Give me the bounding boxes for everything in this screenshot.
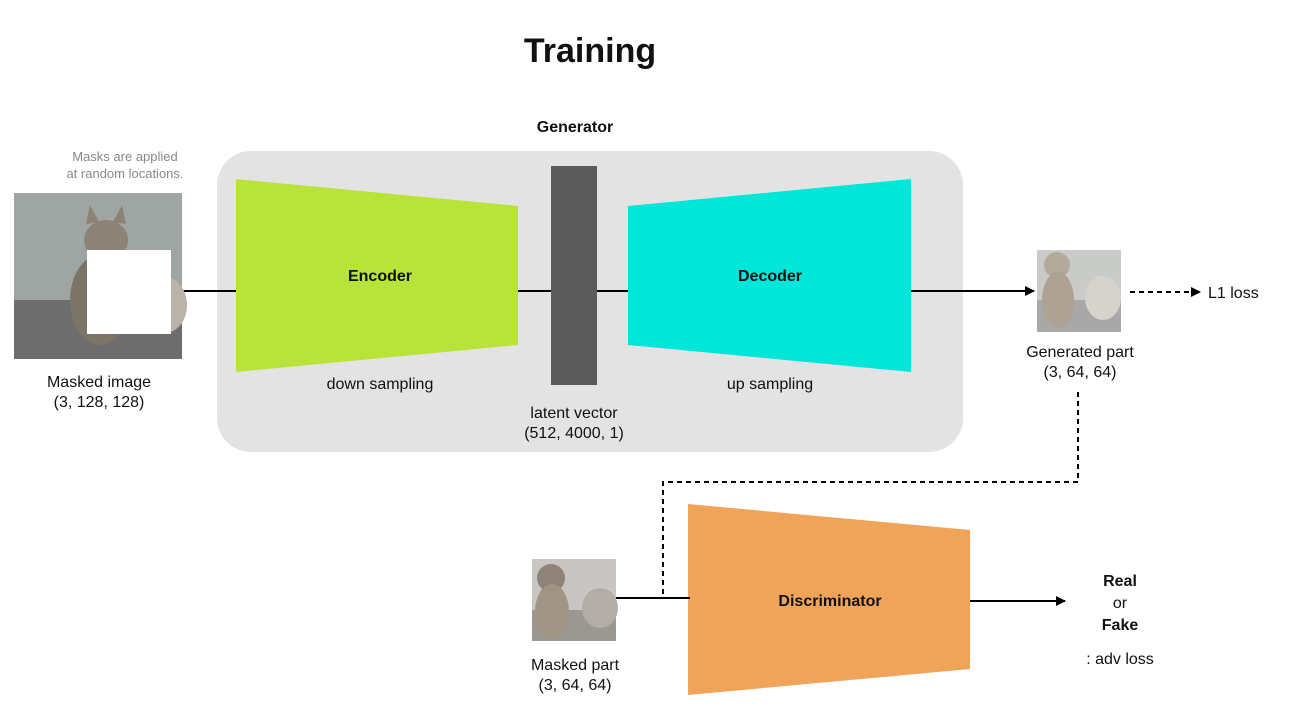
latent-vector-shape: (512, 4000, 1) — [524, 425, 624, 442]
result-real: Real — [1103, 573, 1137, 590]
dashed-path-generated-to-discriminator — [662, 392, 1079, 598]
masked-part-caption: Masked part (3, 64, 64) — [495, 656, 655, 696]
decoder-label: Decoder — [737, 268, 803, 285]
latent-vector-caption: latent vector (512, 4000, 1) — [494, 404, 654, 444]
generated-part-caption: Generated part (3, 64, 64) — [995, 343, 1165, 383]
adv-loss-label: : adv loss — [1086, 651, 1154, 668]
masked-image-shape: (3, 128, 128) — [53, 394, 145, 411]
latent-vector-bar — [551, 166, 597, 385]
generator-title: Generator — [536, 119, 614, 136]
decoder-sublabel: up sampling — [726, 376, 814, 393]
encoder-sublabel: down sampling — [326, 376, 434, 393]
discriminator-label: Discriminator — [778, 593, 882, 610]
generated-part-label: Generated part — [1026, 344, 1134, 361]
latent-vector-label: latent vector — [530, 405, 618, 422]
mask-note-line2: at random locations. — [66, 166, 184, 181]
masked-part-label: Masked part — [530, 657, 620, 674]
l1-loss-label: L1 loss — [1208, 285, 1259, 302]
mask-note: Masks are applied at random locations. — [40, 148, 210, 182]
encoder-block — [236, 179, 518, 372]
result-caption: Real or Fake — [1080, 571, 1160, 637]
masked-image — [14, 193, 187, 359]
page-title: Training — [523, 32, 657, 70]
masked-part-shape: (3, 64, 64) — [538, 677, 612, 694]
mask-region — [87, 250, 171, 334]
result-fake: Fake — [1101, 617, 1139, 634]
masked-image-label: Masked image — [46, 374, 152, 391]
encoder-label: Encoder — [347, 268, 412, 285]
discriminator-block — [688, 504, 970, 695]
result-or: or — [1112, 595, 1128, 612]
generated-part-shape: (3, 64, 64) — [1043, 364, 1117, 381]
decoder-block — [628, 179, 911, 372]
mask-note-line1: Masks are applied — [72, 149, 178, 164]
generated-part-image — [1037, 250, 1121, 332]
masked-part-image — [532, 559, 618, 641]
masked-image-caption: Masked image (3, 128, 128) — [14, 373, 184, 413]
